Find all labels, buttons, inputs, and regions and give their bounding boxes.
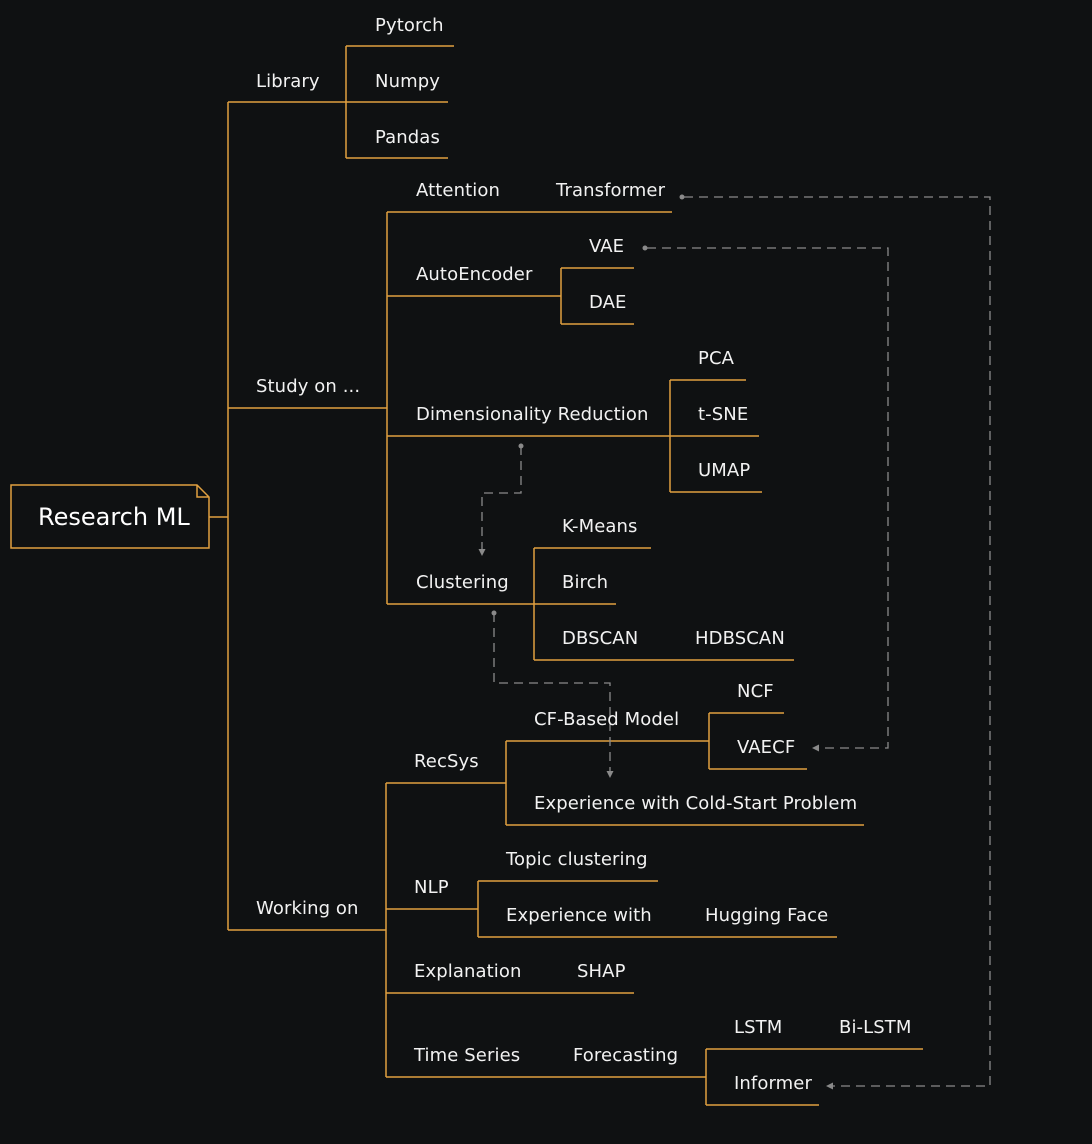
node-umap[interactable]: UMAP — [698, 460, 751, 481]
node-library[interactable]: Library — [256, 71, 320, 92]
link-dot — [642, 245, 648, 251]
arrow-head — [826, 1082, 833, 1090]
node-dimensionality-reduction[interactable]: Dimensionality Reduction — [416, 404, 649, 425]
node-kmeans[interactable]: K-Means — [562, 516, 638, 537]
recsys-branch — [386, 712, 864, 826]
relation-links — [481, 196, 991, 1087]
arrow-head — [606, 771, 614, 778]
node-cold-start[interactable]: Experience with Cold-Start Problem — [534, 793, 858, 814]
link-transformer-informer — [684, 196, 991, 1087]
root-node-outline — [10, 484, 210, 549]
nlp-branch — [386, 880, 837, 938]
node-experience-with[interactable]: Experience with — [506, 905, 652, 926]
node-pca[interactable]: PCA — [698, 348, 735, 369]
node-hdbscan[interactable]: HDBSCAN — [695, 628, 785, 649]
link-dot — [491, 610, 497, 616]
node-attention[interactable]: Attention — [416, 180, 500, 201]
node-transformer[interactable]: Transformer — [556, 180, 666, 201]
node-forecasting[interactable]: Forecasting — [573, 1045, 679, 1066]
link-endpoints — [478, 194, 833, 1090]
node-birch[interactable]: Birch — [562, 572, 609, 593]
node-dbscan[interactable]: DBSCAN — [562, 628, 639, 649]
node-hugging-face[interactable]: Hugging Face — [705, 905, 829, 926]
node-topic-clustering[interactable]: Topic clustering — [506, 849, 648, 870]
root-node-label: Research ML — [38, 503, 190, 531]
node-vae[interactable]: VAE — [589, 236, 625, 257]
node-ncf[interactable]: NCF — [737, 681, 774, 702]
clustering-branch — [387, 547, 794, 661]
link-vae-vaecf — [647, 247, 889, 749]
link-clustering-coldstart — [493, 613, 611, 772]
node-informer[interactable]: Informer — [734, 1073, 812, 1094]
node-cf-based-model[interactable]: CF-Based Model — [534, 709, 680, 730]
node-recsys[interactable]: RecSys — [414, 751, 479, 772]
node-tsne[interactable]: t-SNE — [698, 404, 749, 425]
node-clustering[interactable]: Clustering — [416, 572, 509, 593]
node-study-on[interactable]: Study on ... — [256, 376, 361, 397]
node-lstm[interactable]: LSTM — [734, 1017, 783, 1038]
node-bi-lstm[interactable]: Bi-LSTM — [839, 1017, 912, 1038]
dimred-branch — [387, 379, 762, 493]
study-branch — [228, 212, 388, 604]
library-branch — [228, 45, 454, 159]
branch-lines — [10, 45, 923, 1106]
link-dot — [518, 443, 524, 449]
autoencoder-branch — [387, 267, 634, 325]
node-explanation[interactable]: Explanation — [414, 961, 522, 982]
node-dae[interactable]: DAE — [589, 292, 627, 313]
node-pytorch[interactable]: Pytorch — [375, 15, 444, 36]
node-vaecf[interactable]: VAECF — [737, 737, 796, 758]
node-autoencoder[interactable]: AutoEncoder — [416, 264, 533, 285]
arrow-head — [812, 744, 819, 752]
node-time-series[interactable]: Time Series — [414, 1045, 521, 1066]
arrow-head — [478, 549, 486, 556]
link-dimred-clustering — [481, 446, 522, 550]
node-nlp[interactable]: NLP — [414, 877, 449, 898]
node-shap[interactable]: SHAP — [577, 961, 626, 982]
working-branch — [228, 783, 387, 1077]
link-dot — [679, 194, 685, 200]
root-trunk — [209, 102, 229, 930]
node-working-on[interactable]: Working on — [256, 898, 359, 919]
timeseries-branch — [386, 1048, 923, 1106]
node-pandas[interactable]: Pandas — [375, 127, 440, 148]
node-numpy[interactable]: Numpy — [375, 71, 440, 92]
